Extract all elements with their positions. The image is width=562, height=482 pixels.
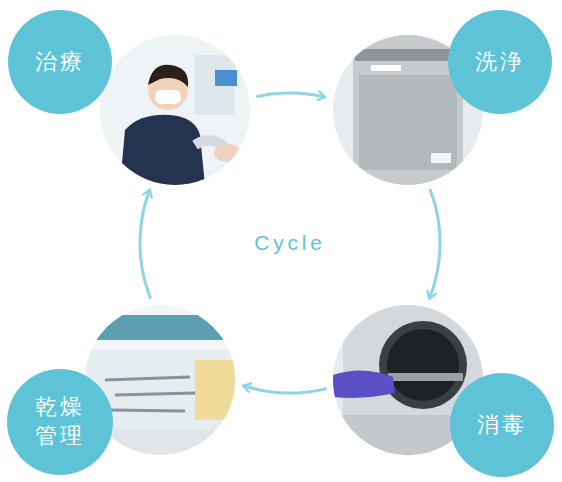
photo-illustration: [100, 35, 250, 185]
photo-node: 消毒: [333, 305, 483, 455]
step-label: 治療: [35, 48, 84, 77]
cycle-arrow: [430, 190, 440, 297]
cycle-arrow: [258, 93, 324, 97]
photo-node: 乾燥 管理: [85, 305, 235, 455]
center-label: Cycle: [254, 231, 325, 255]
cycle-arrow: [245, 386, 325, 393]
cycle-arrow: [140, 191, 150, 297]
step-badge: 治療: [8, 10, 112, 114]
step-label: 洗浄: [475, 48, 524, 77]
photo-node: 治療: [100, 35, 250, 185]
step-badge: 消毒: [450, 373, 554, 477]
step-label: 乾燥 管理: [31, 393, 88, 450]
step-badge: 洗浄: [448, 10, 552, 114]
step-badge: 乾燥 管理: [7, 369, 113, 475]
step-label: 消毒: [477, 411, 526, 440]
photo-node: 洗浄: [333, 35, 483, 185]
